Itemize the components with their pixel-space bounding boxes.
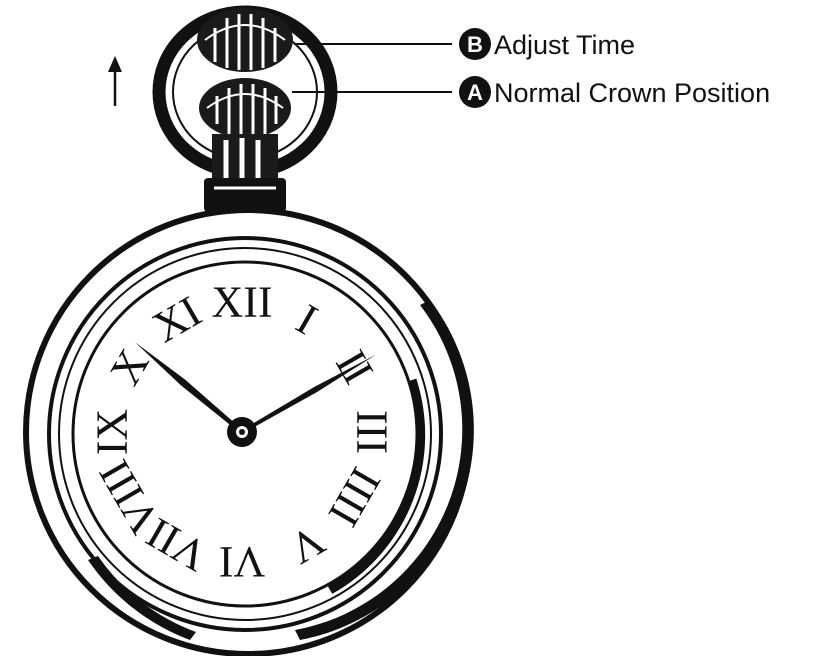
crown-adjust-position — [197, 8, 293, 72]
numeral-xii: XII — [211, 278, 272, 327]
callout-adjust-time: B Adjust Time — [459, 28, 635, 60]
watch-pendant — [204, 134, 286, 212]
callout-normal-crown-position: A Normal Crown Position — [459, 76, 770, 108]
numeral-iii: III — [348, 410, 397, 454]
callout-b-label: Adjust Time — [494, 30, 635, 60]
up-arrow-icon — [108, 56, 122, 106]
numeral-ix: IX — [88, 409, 137, 455]
crown-normal-position — [199, 78, 291, 138]
callout-a-label: Normal Crown Position — [494, 78, 770, 108]
badge-a-letter: A — [467, 80, 483, 105]
badge-b-letter: B — [467, 32, 483, 57]
numeral-vi: VI — [219, 538, 265, 587]
